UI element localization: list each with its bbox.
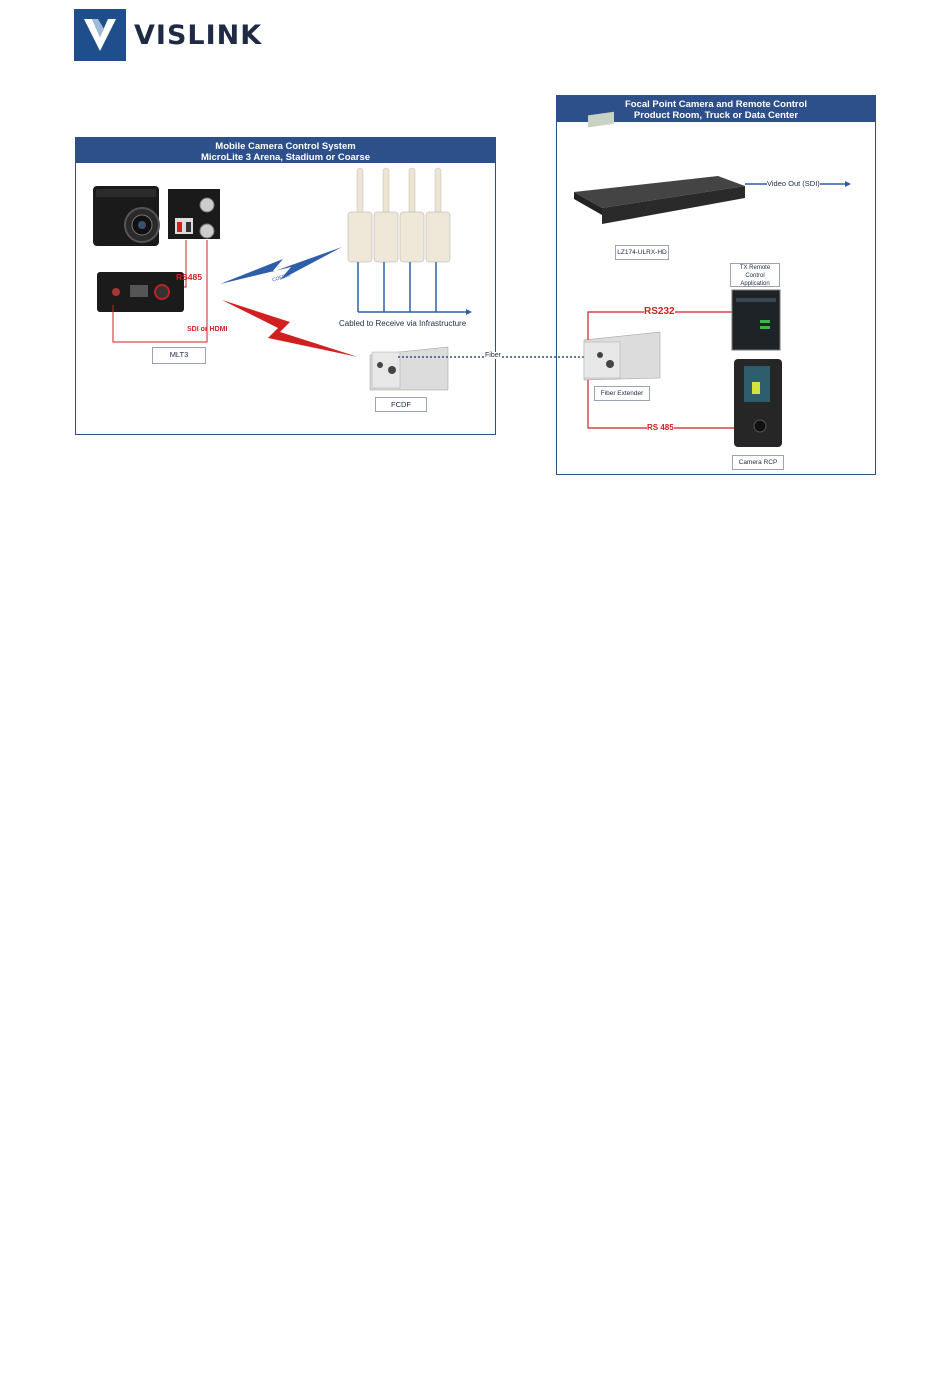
camera-icon	[93, 186, 160, 246]
fcdf-label: FCDF	[375, 397, 427, 412]
mobile-camera-panel-header: Mobile Camera Control System MicroLite 3…	[76, 138, 495, 163]
tx-remote-line1: TX Remote	[739, 265, 771, 271]
camera-rcp-label: Camera RCP	[732, 455, 784, 470]
cabled-label: Cabled to Receive via Infrastructure	[339, 319, 467, 328]
fiber-extender-label: Fiber Extender	[594, 386, 650, 401]
tx-remote-screen-icon	[731, 289, 781, 351]
antenna-array-icon	[347, 167, 451, 263]
mlt3-transmitter-icon	[97, 272, 184, 312]
video-out-label: Video Out (SDI)	[767, 179, 820, 188]
vislink-logo-mark	[74, 9, 126, 61]
infrastructure-cabling	[357, 262, 466, 313]
sdi-hdmi-label: SDI or HDMI	[187, 326, 228, 333]
red-cabling-right	[587, 311, 734, 429]
receiver-rack-icon	[574, 111, 745, 224]
panel-title: Focal Point Camera and Remote Control	[624, 99, 808, 110]
tx-remote-label: TX Remote Control Application	[730, 263, 780, 287]
camera-rcp-icon	[734, 359, 782, 447]
panel-title: Mobile Camera Control System	[215, 141, 356, 152]
cofdm-link-bolt	[220, 247, 342, 284]
brand-name: VISLINK	[134, 20, 263, 51]
red-link-bolt	[222, 300, 358, 357]
tx-remote-line2: Control	[745, 273, 765, 279]
tx-remote-line3: Application	[740, 281, 770, 287]
rs485-label: RS485	[176, 272, 202, 282]
fiber-extender-icon	[583, 331, 661, 381]
camera-connector-panel-icon	[168, 189, 220, 239]
mlt3-label: MLT3	[152, 347, 206, 364]
panel-subtitle: Product Room, Truck or Data Center	[633, 110, 799, 121]
rs485-right-label: RS 485	[647, 423, 674, 432]
panel-subtitle: MicroLite 3 Arena, Stadium or Coarse	[200, 152, 371, 163]
receiver-label: LZ174-ULRX-HD	[615, 245, 669, 260]
mobile-camera-panel: Mobile Camera Control System MicroLite 3…	[75, 137, 496, 435]
rs232-label: RS232	[644, 306, 675, 317]
focal-point-panel: Focal Point Camera and Remote Control Pr…	[556, 95, 876, 475]
fcdf-unit-icon	[369, 346, 449, 391]
red-cabling-left	[112, 240, 208, 343]
fiber-label: Fiber	[485, 352, 501, 359]
diagram-graphics	[93, 111, 851, 447]
